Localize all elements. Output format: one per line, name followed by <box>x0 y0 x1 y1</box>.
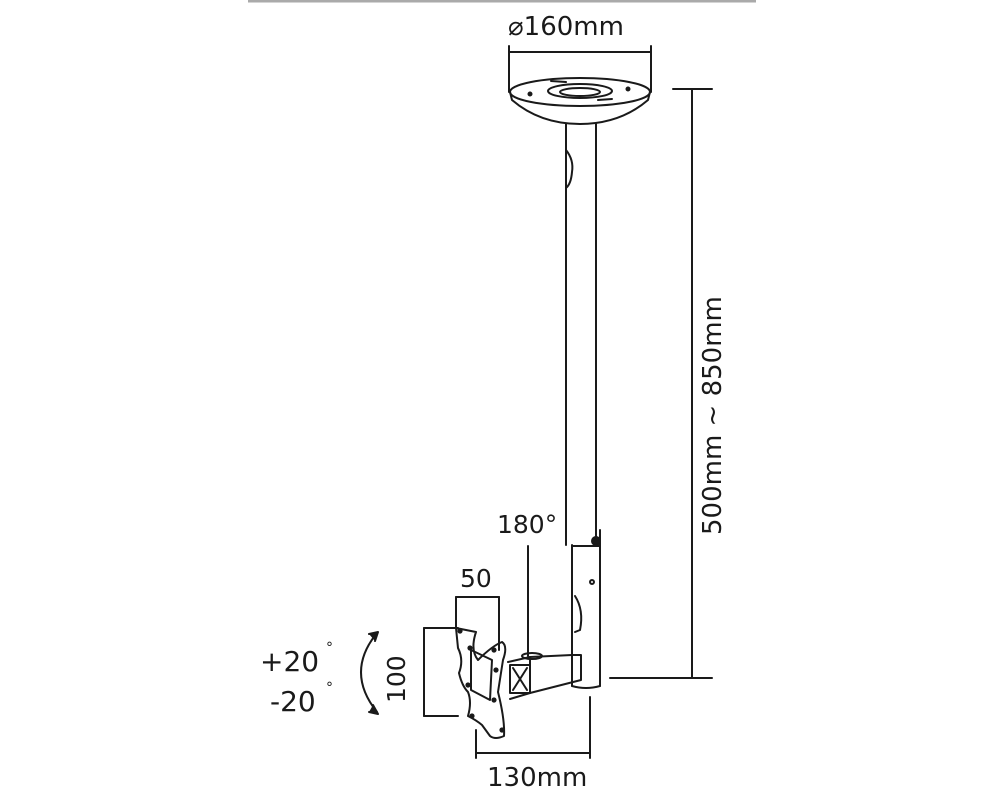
vesa-height-label: 100 <box>382 655 411 703</box>
pole-height-range-label: 500mm ~ 850mm <box>698 296 728 535</box>
tilt-up-label: +20 <box>260 645 320 678</box>
vesa-width-label: 50 <box>460 564 492 593</box>
diameter-dimension-line <box>508 45 652 93</box>
tilt-down-degree-symbol: ° <box>326 680 333 696</box>
vesa-plate <box>455 627 507 739</box>
arm-reach-label: 130mm <box>487 763 588 793</box>
reach-dimension-line <box>475 696 591 759</box>
vesa-width-dimension-line <box>455 596 500 651</box>
ceiling-plate <box>509 77 651 125</box>
pole-lower <box>571 529 601 689</box>
swivel-arm <box>507 652 582 700</box>
swivel-angle-label: 180° <box>497 510 558 539</box>
base-diameter-label: ⌀160mm <box>508 12 624 42</box>
vesa-height-dimension-line <box>423 627 459 717</box>
pole-upper <box>565 123 597 546</box>
tilt-arc-arrow <box>360 631 379 715</box>
height-dimension-line <box>609 88 713 679</box>
tilt-down-label: -20 <box>270 685 316 718</box>
tilt-up-degree-symbol: ° <box>326 640 333 656</box>
